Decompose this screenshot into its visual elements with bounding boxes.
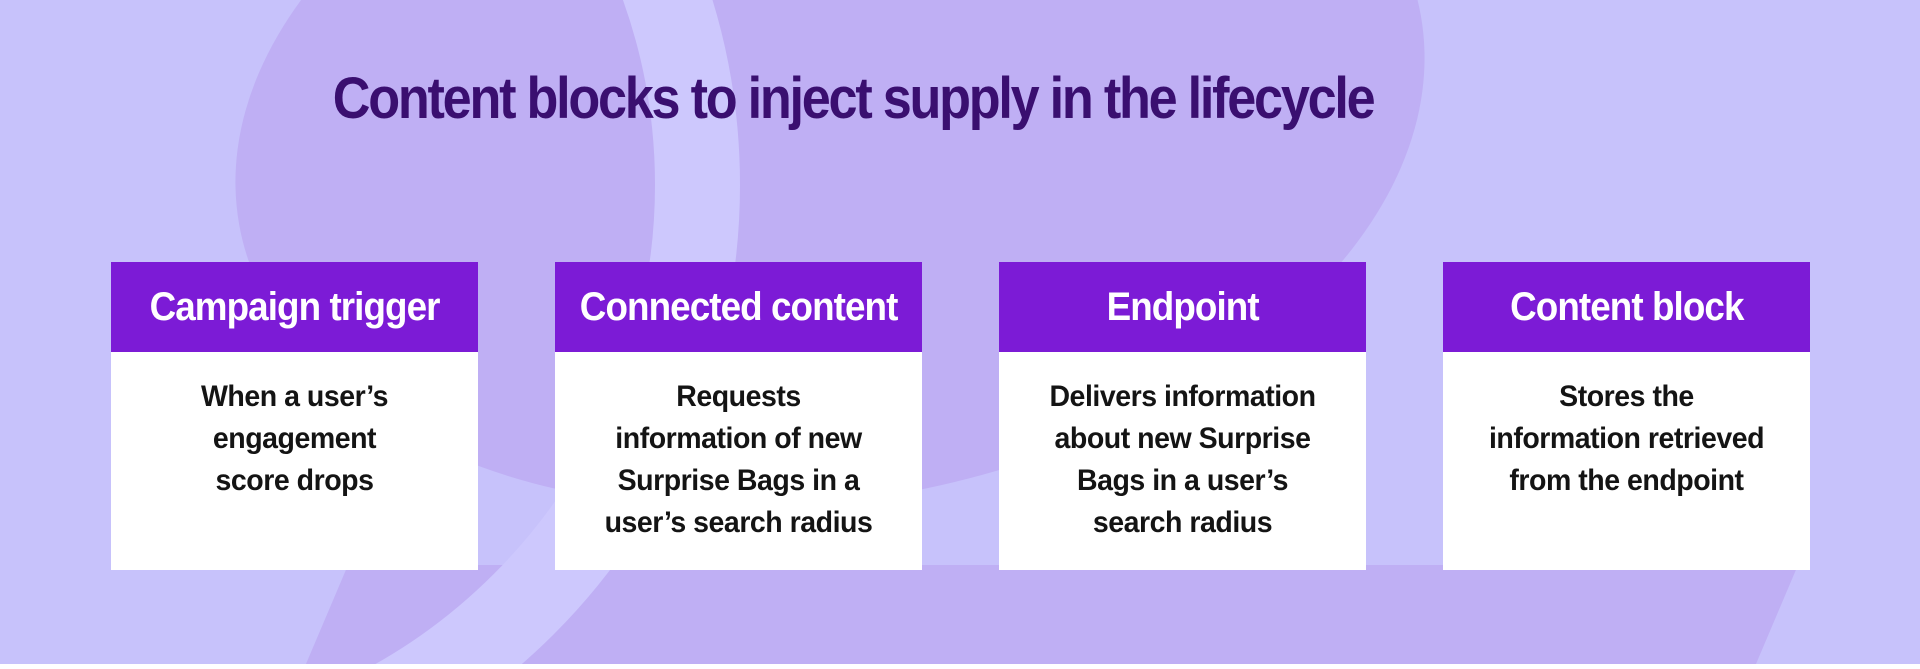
card-content-block: Content block Stores the information ret… xyxy=(1443,262,1810,570)
card-campaign-trigger-body: When a user’s engagement score drops xyxy=(111,352,478,570)
page-title-text: Content blocks to inject supply in the l… xyxy=(332,66,1376,131)
card-campaign-trigger-description: When a user’s engagement score drops xyxy=(200,380,389,497)
card-endpoint-body: Delivers information about new Surprise … xyxy=(999,352,1366,570)
card-row: Campaign trigger When a user’s engagemen… xyxy=(111,262,1810,570)
card-endpoint-header: Endpoint xyxy=(999,262,1366,352)
card-endpoint-title: Endpoint xyxy=(1106,284,1259,329)
card-campaign-trigger: Campaign trigger When a user’s engagemen… xyxy=(111,262,478,570)
page-title: Content blocks to inject supply in the l… xyxy=(0,66,1920,132)
card-connected-content-body: Requests information of new Surprise Bag… xyxy=(555,352,922,570)
card-connected-content: Connected content Requests information o… xyxy=(555,262,922,570)
card-endpoint: Endpoint Delivers information about new … xyxy=(999,262,1366,570)
card-content-block-description: Stores the information retrieved from th… xyxy=(1488,380,1765,497)
card-content-block-header: Content block xyxy=(1443,262,1810,352)
card-connected-content-header: Connected content xyxy=(555,262,922,352)
card-campaign-trigger-header: Campaign trigger xyxy=(111,262,478,352)
card-connected-content-description: Requests information of new Surprise Bag… xyxy=(604,380,873,539)
card-endpoint-description: Delivers information about new Surprise … xyxy=(1049,380,1316,539)
bottom-white-strip xyxy=(0,664,1920,669)
card-connected-content-title: Connected content xyxy=(579,284,899,329)
card-campaign-trigger-title: Campaign trigger xyxy=(149,284,441,329)
card-content-block-body: Stores the information retrieved from th… xyxy=(1443,352,1810,570)
card-content-block-title: Content block xyxy=(1509,284,1744,329)
